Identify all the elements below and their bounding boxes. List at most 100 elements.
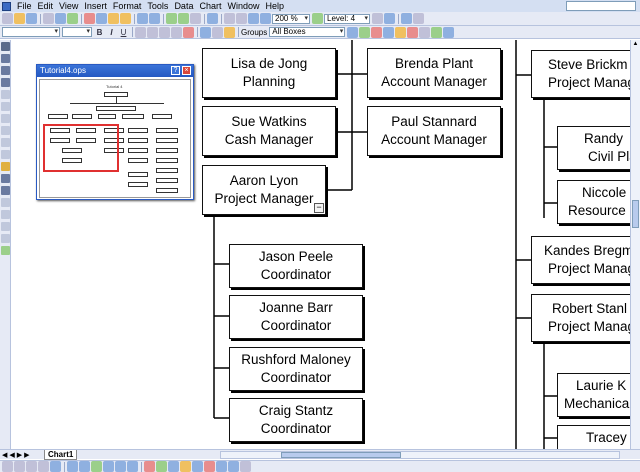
line-color-icon[interactable] xyxy=(192,461,203,472)
menu-insert[interactable]: Insert xyxy=(84,1,107,11)
line-thickness-icon[interactable] xyxy=(216,461,227,472)
ungroup-icon[interactable] xyxy=(103,461,114,472)
zoom-to-fit-icon[interactable] xyxy=(248,13,259,24)
vertical-scrollbar[interactable]: ▲ ▼ xyxy=(630,40,640,459)
org-box-laurie-k[interactable]: Laurie K Mechanical xyxy=(557,373,630,417)
connect-tool-icon[interactable] xyxy=(1,78,10,87)
elbow-line-tool-icon[interactable] xyxy=(1,186,10,195)
print-icon[interactable] xyxy=(43,13,54,24)
vertical-scroll-thumb[interactable] xyxy=(632,200,639,228)
org-box-randy[interactable]: Randy Civil Pla xyxy=(557,126,630,170)
border-style-icon[interactable] xyxy=(212,26,223,38)
open-icon[interactable] xyxy=(14,13,25,24)
menu-chart[interactable]: Chart xyxy=(199,1,222,11)
overview-viewport-rect[interactable] xyxy=(43,124,119,172)
send-back-icon[interactable] xyxy=(127,461,138,472)
print-preview-icon[interactable] xyxy=(55,13,66,24)
box-tool-icon[interactable] xyxy=(1,90,10,99)
window-cascade-icon[interactable] xyxy=(413,13,424,24)
layout-list-icon[interactable] xyxy=(26,461,37,472)
italic-button[interactable]: I xyxy=(110,27,113,37)
help-search-box[interactable] xyxy=(566,1,636,11)
overview-preview[interactable]: Tutorial 4 xyxy=(39,79,191,198)
fill-icon[interactable] xyxy=(180,461,191,472)
paste-icon[interactable] xyxy=(108,13,119,24)
text-color-icon[interactable] xyxy=(204,461,215,472)
layout-horizontal-icon[interactable] xyxy=(14,461,25,472)
layout-grid-icon[interactable] xyxy=(38,461,49,472)
coworker-tool-icon[interactable] xyxy=(1,114,10,123)
move-tool-icon[interactable] xyxy=(1,54,10,63)
org-box-niccole[interactable]: Niccole Resource xyxy=(557,180,630,224)
justify-icon[interactable] xyxy=(171,26,182,38)
text-tool-icon[interactable] xyxy=(1,234,10,243)
org-box-joanne-barr[interactable]: Joanne Barr Coordinator xyxy=(229,295,363,339)
level-down-icon[interactable] xyxy=(384,13,395,24)
group-icon[interactable] xyxy=(91,461,102,472)
copy-icon[interactable] xyxy=(96,13,107,24)
horizontal-scroll-thumb[interactable] xyxy=(281,452,401,458)
org-box-paul-stannard[interactable]: Paul Stannard Account Manager xyxy=(367,106,501,156)
menu-window[interactable]: Window xyxy=(227,1,260,11)
font-name-select[interactable] xyxy=(2,27,60,37)
chart-canvas[interactable]: Lisa de Jong Planning Brenda Plant Accou… xyxy=(12,40,630,459)
horizontal-scrollbar[interactable] xyxy=(220,451,620,459)
three-d-icon[interactable] xyxy=(168,461,179,472)
select-group-icon[interactable] xyxy=(347,26,359,38)
subordinate-tool-icon[interactable] xyxy=(1,102,10,111)
partner-tool-icon[interactable] xyxy=(1,150,10,159)
level-select[interactable]: Level: 4 xyxy=(324,13,370,24)
shape-icon[interactable] xyxy=(144,461,155,472)
data-icon[interactable] xyxy=(431,26,443,38)
org-box-steve-brickman[interactable]: Steve Brickm Project Manag xyxy=(531,50,630,98)
menu-data[interactable]: Data xyxy=(174,1,194,11)
redo-icon[interactable] xyxy=(149,13,160,24)
image-tool-icon[interactable] xyxy=(1,246,10,255)
refresh-icon[interactable] xyxy=(443,26,455,38)
org-box-rushford-maloney[interactable]: Rushford Maloney Coordinator xyxy=(229,347,363,391)
assistant-tool-icon[interactable] xyxy=(1,138,10,147)
menu-help[interactable]: Help xyxy=(265,1,284,11)
undo-icon[interactable] xyxy=(137,13,148,24)
align-boxes-icon[interactable] xyxy=(67,461,78,472)
format-painter-icon[interactable] xyxy=(120,13,131,24)
dash-style-icon[interactable] xyxy=(228,461,239,472)
scroll-up-icon[interactable]: ▲ xyxy=(632,41,639,47)
sheet-nav-arrows-icon[interactable]: ◀◀▶▶ xyxy=(2,452,32,459)
arrow-style-icon[interactable] xyxy=(240,461,251,472)
org-box-craig-stantz[interactable]: Craig Stantz Coordinator xyxy=(229,398,363,442)
sort-icon[interactable] xyxy=(395,26,407,38)
pan-tool-icon[interactable] xyxy=(1,66,10,75)
bold-button[interactable]: B xyxy=(96,27,103,37)
menu-format[interactable]: Format xyxy=(112,1,142,11)
rectangle-tool-icon[interactable] xyxy=(1,198,10,207)
menu-view[interactable]: View xyxy=(59,1,79,11)
layout-vertical-icon[interactable] xyxy=(2,461,13,472)
delete-box-icon[interactable] xyxy=(190,13,201,24)
org-box-brenda-plant[interactable]: Brenda Plant Account Manager xyxy=(367,48,501,98)
font-size-select[interactable] xyxy=(62,27,92,37)
zoom-in-icon[interactable] xyxy=(224,13,235,24)
org-box-robert-stanley[interactable]: Robert Stanl Project Manag xyxy=(531,294,630,342)
zoom-out-icon[interactable] xyxy=(236,13,247,24)
zoom-select[interactable]: 200 % xyxy=(272,13,310,24)
level-up-icon[interactable] xyxy=(372,13,383,24)
pointer-tool-icon[interactable] xyxy=(1,42,10,51)
line-tool-icon[interactable] xyxy=(1,174,10,183)
zoom-page-icon[interactable] xyxy=(260,13,271,24)
align-left-icon[interactable] xyxy=(135,26,146,38)
overview-window[interactable]: Tutorial4.ops ? × Tutorial 4 xyxy=(36,64,194,200)
window-tile-icon[interactable] xyxy=(401,13,412,24)
overview-title-bar[interactable]: Tutorial4.ops ? × xyxy=(37,65,193,77)
groups-select[interactable]: All Boxes xyxy=(269,27,346,37)
pencil-tool-icon[interactable] xyxy=(1,162,10,171)
help-icon[interactable] xyxy=(207,13,218,24)
org-box-jason-peele[interactable]: Jason Peele Coordinator xyxy=(229,244,363,288)
underline-button[interactable]: U xyxy=(120,27,127,37)
overview-help-icon[interactable]: ? xyxy=(171,66,180,75)
fill-color-icon[interactable] xyxy=(224,26,235,38)
rounded-rect-tool-icon[interactable] xyxy=(1,210,10,219)
collapse-branch-button[interactable]: − xyxy=(314,203,324,213)
menu-tools[interactable]: Tools xyxy=(147,1,169,11)
menu-file[interactable]: File xyxy=(17,1,32,11)
